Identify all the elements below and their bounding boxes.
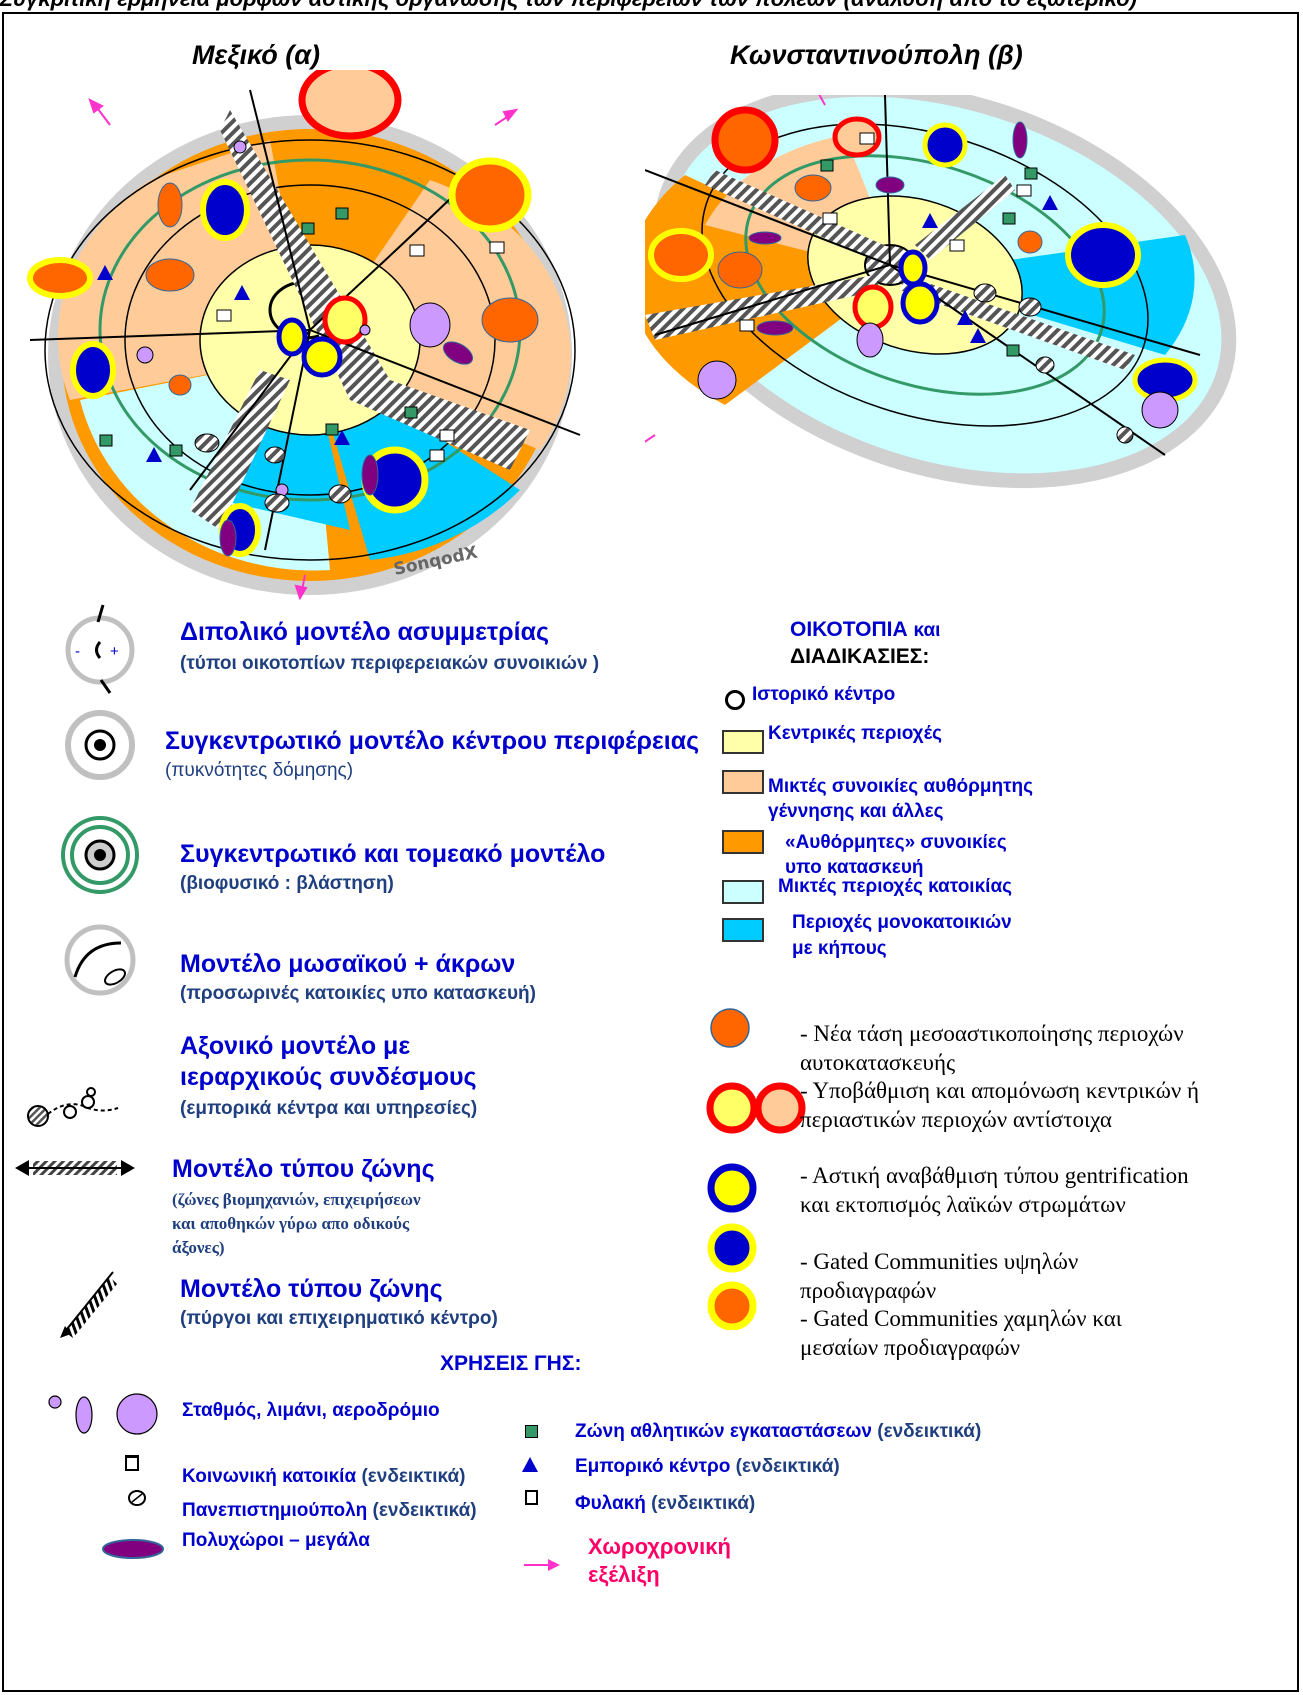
middle-class-marker: [710, 1008, 750, 1048]
model-bipolar-title: Διπολικό μοντέλο ασυμμετρίας: [180, 618, 549, 646]
habitat-spontaneous-label-2: υπο κατασκευή: [785, 857, 924, 878]
habitat-central-label: Κεντρικές περιοχές: [768, 723, 943, 744]
habitat-spontaneous-label: «Αυθόρμητες» συνοικίες: [785, 832, 1007, 853]
evolution-arrow-icon: [524, 1559, 560, 1571]
model-axial-title: Αξονικό μοντέλο με: [180, 1032, 411, 1060]
prison-marker: [525, 1490, 538, 1505]
process-gentrification: - Αστική αναβάθμιση τύπου gentrification…: [800, 1163, 1189, 1217]
historic-center-swatch: [725, 690, 745, 710]
spontaneous-swatch: [722, 830, 764, 854]
map-title-mexico: Μεξικό (α): [192, 40, 321, 70]
process-gated-high: - Gated Communities υψηλών προδιαγραφών: [800, 1249, 1079, 1303]
model-mosaic-subtitle: (προσωρινές κατοικίες υπο κατασκευή): [180, 983, 536, 1004]
land-use-university-label: Πανεπιστημιούπολη (ενδεικτικά): [182, 1500, 477, 1521]
model-zone-title: Μοντέλο τύπου ζώνης: [172, 1155, 435, 1183]
land-use-sports-label: Ζώνη αθλητικών εγκαταστάσεων (ενδεικτικά…: [575, 1421, 982, 1442]
svg-text:-: -: [75, 643, 80, 660]
sports-zone-marker: [525, 1425, 538, 1438]
villas-swatch: [722, 918, 764, 942]
land-use-station-label: Σταθμός, λιμάνι, αεροδρόμιο: [182, 1400, 440, 1421]
industrial-belt: [220, 110, 530, 470]
model-concentric-sector-title: Συγκεντρωτικό και τομεακό μοντέλο: [180, 840, 606, 868]
model-zone-subtitle-3: άξονες): [172, 1238, 225, 1257]
central-areas-swatch: [722, 730, 764, 754]
mixed-spontaneous-swatch: [722, 770, 764, 794]
habitats-heading-2: ΔΙΑΔΙΚΑΣΙΕΣ:: [790, 645, 930, 668]
mosaic-edges-icon: [64, 924, 136, 996]
model-zone-subtitle-1: (ζώνες βιομηχανιών, επιχειρήσεων: [172, 1190, 421, 1209]
land-use-social-housing-label: Κοινωνική κατοικία (ενδεικτικά): [182, 1466, 466, 1487]
habitat-villas-label-2: με κήπους: [792, 938, 887, 959]
map-title-istanbul: Κωνσταντινούπολη (β): [730, 40, 1023, 70]
habitat-mixed-label: Μικτές συνοικίες αυθόρμητης: [768, 776, 1034, 797]
concentric-sector-icon: [61, 816, 139, 894]
model-tower-subtitle: (πύργοι και επιχειρηματικό κέντρο): [180, 1308, 498, 1329]
model-bipolar-subtitle: (τύποι οικοτοπίων περιφερειακών συνοικιώ…: [180, 653, 600, 674]
top-banner: Συγκριτική ερμηνεία μορφών αστικής οργάν…: [0, 0, 1303, 12]
university-marker: [128, 1490, 146, 1506]
model-tower-title: Μοντέλο τύπου ζώνης: [180, 1275, 443, 1303]
land-use-multiplex-label: Πολυχώροι – μεγάλα: [182, 1530, 370, 1551]
habitat-villas-label: Περιοχές μονοκατοικιών: [792, 912, 1012, 933]
land-use-heading: ΧΡΗΣΕΙΣ ΓΗΣ:: [440, 1352, 582, 1375]
station-port-airport-icons: [48, 1393, 158, 1435]
figure-frame: [2, 12, 1299, 1692]
evolution-label: Χωροχρονική: [588, 1534, 731, 1559]
habitats-heading-1: ΟΙΚΟΤΟΠΙΑ και: [790, 618, 941, 641]
process-degradation: - Υποβάθμιση και απομόνωση κεντρικών ή π…: [800, 1078, 1200, 1132]
habitat-mixed-residential-label: Μικτές περιοχές κατοικίας: [778, 876, 1013, 897]
commercial-center-marker: [522, 1457, 538, 1472]
degraded-peripheral: [298, 70, 402, 140]
svg-text:+: +: [110, 643, 119, 660]
processes-markers: [706, 1008, 806, 1330]
evolution-label-2: εξέλιξη: [588, 1562, 660, 1587]
model-concentric-sector-subtitle: (βιοφυσικό : βλάστηση): [180, 873, 394, 894]
bipolar-asymmetry-icon: - +: [65, 604, 135, 694]
concentric-core-icon: [65, 710, 135, 780]
model-concentric-subtitle: (πυκνότητες δόμησης): [165, 760, 354, 781]
habitat-historic-label: Ιστορικό κέντρο: [752, 684, 896, 705]
mixed-residential-swatch: [722, 880, 764, 904]
land-use-commercial-label: Εμπορικό κέντρο (ενδεικτικά): [575, 1456, 840, 1477]
tower-zone-icon: [60, 1271, 117, 1338]
process-gated-low: - Gated Communities χαμηλών και μεσαίων …: [800, 1306, 1122, 1360]
habitat-mixed-label-2: γέννησης και άλλες: [768, 801, 944, 822]
model-zone-subtitle-2: και αποθηκών γύρω απο οδικούς: [172, 1214, 410, 1233]
industrial-zone-icon: [15, 1160, 135, 1176]
model-mosaic-title: Μοντέλο μωσαϊκού + άκρων: [180, 950, 516, 978]
axial-links-icon: [27, 1087, 119, 1127]
model-concentric-title: Συγκεντρωτικό μοντέλο κέντρου περιφέρεια…: [165, 727, 700, 755]
model-axial-title-2: ιεραρχικούς συνδέσμους: [180, 1063, 477, 1091]
land-use-prison-label: Φυλακή (ενδεικτικά): [575, 1493, 756, 1514]
process-middle-class: - Νέα τάση μεσοαστικοποίησης περιοχών αυ…: [800, 1021, 1184, 1075]
mexico-map: SonqodX: [27, 70, 581, 601]
social-housing-marker: [125, 1455, 139, 1471]
model-axial-subtitle: (εμπορικά κέντρα και υπηρεσίες): [180, 1098, 478, 1119]
multiplex-marker: [102, 1539, 164, 1559]
istanbul-map: [645, 95, 1237, 489]
